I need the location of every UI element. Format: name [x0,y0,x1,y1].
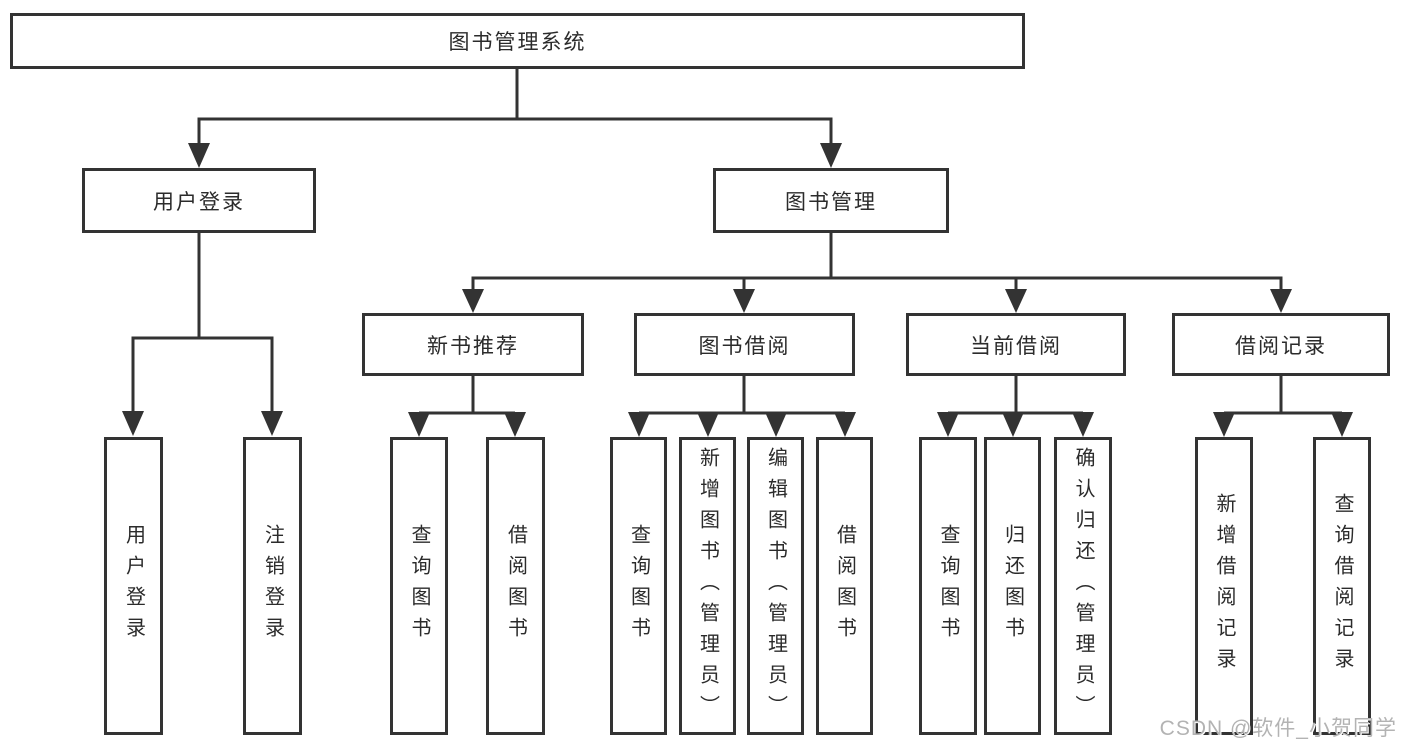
leaf-add-borrow-record: 新增借阅记录 [1195,437,1253,735]
leaf-add-books-admin: 新增图书（管理员） [679,437,736,735]
leaf-search-borrow-record: 查询借阅记录 [1313,437,1371,735]
leaf-label: 查询图书 [627,524,650,648]
leaf-label: 查询借阅记录 [1331,493,1353,679]
connector-bookmgr-to-level3 [462,233,1292,313]
node-new-book-recommend: 新书推荐 [362,313,584,376]
leaf-label: 注销登录 [261,524,284,648]
connector-login-to-leaves [122,233,283,436]
node-user-login: 用户登录 [82,168,316,233]
leaf-user-login: 用户登录 [104,437,163,735]
node-book-management-label: 图书管理 [785,190,877,214]
node-current-borrowing-label: 当前借阅 [970,334,1062,358]
leaf-label: 借阅图书 [833,524,856,648]
leaf-label: 新增图书（管理员） [696,446,719,726]
leaf-label: 编辑图书（管理员） [764,446,787,726]
node-current-borrowing: 当前借阅 [906,313,1126,376]
connector-records-to-leaves [1213,376,1353,437]
leaf-borrow-books: 借阅图书 [816,437,873,735]
node-borrow-records: 借阅记录 [1172,313,1390,376]
connector-borrow-to-leaves [628,376,856,437]
node-book-management: 图书管理 [713,168,949,233]
leaf-label: 用户登录 [122,524,145,648]
leaf-search-books-borrow: 查询图书 [610,437,667,735]
node-borrow-records-label: 借阅记录 [1235,334,1327,358]
connector-newrec-to-leaves [408,376,526,437]
node-root-library-system: 图书管理系统 [10,13,1025,69]
csdn-watermark: CSDN @软件_小贺同学 [1159,717,1397,740]
leaf-label: 确认归还（管理员） [1072,446,1094,726]
leaf-edit-books-admin: 编辑图书（管理员） [747,437,804,735]
leaf-search-books-newrec: 查询图书 [390,437,448,735]
leaf-return-books: 归还图书 [984,437,1041,735]
node-root-label: 图书管理系统 [448,31,587,54]
leaf-label: 借阅图书 [504,524,527,648]
node-user-login-label: 用户登录 [153,190,245,214]
leaf-label: 查询图书 [408,524,430,648]
leaf-search-books-current: 查询图书 [919,437,977,735]
leaf-borrow-books-newrec: 借阅图书 [486,437,545,735]
connector-current-to-leaves [937,376,1094,437]
leaf-label: 归还图书 [1001,524,1024,648]
node-new-book-recommend-label: 新书推荐 [427,334,519,358]
leaf-logout: 注销登录 [243,437,302,735]
leaf-label: 新增借阅记录 [1213,493,1235,679]
leaf-label: 查询图书 [937,524,959,648]
leaf-confirm-return-admin: 确认归还（管理员） [1054,437,1112,735]
connector-root-to-level2 [188,69,842,168]
node-book-borrowing: 图书借阅 [634,313,855,376]
node-book-borrowing-label: 图书借阅 [698,334,791,358]
